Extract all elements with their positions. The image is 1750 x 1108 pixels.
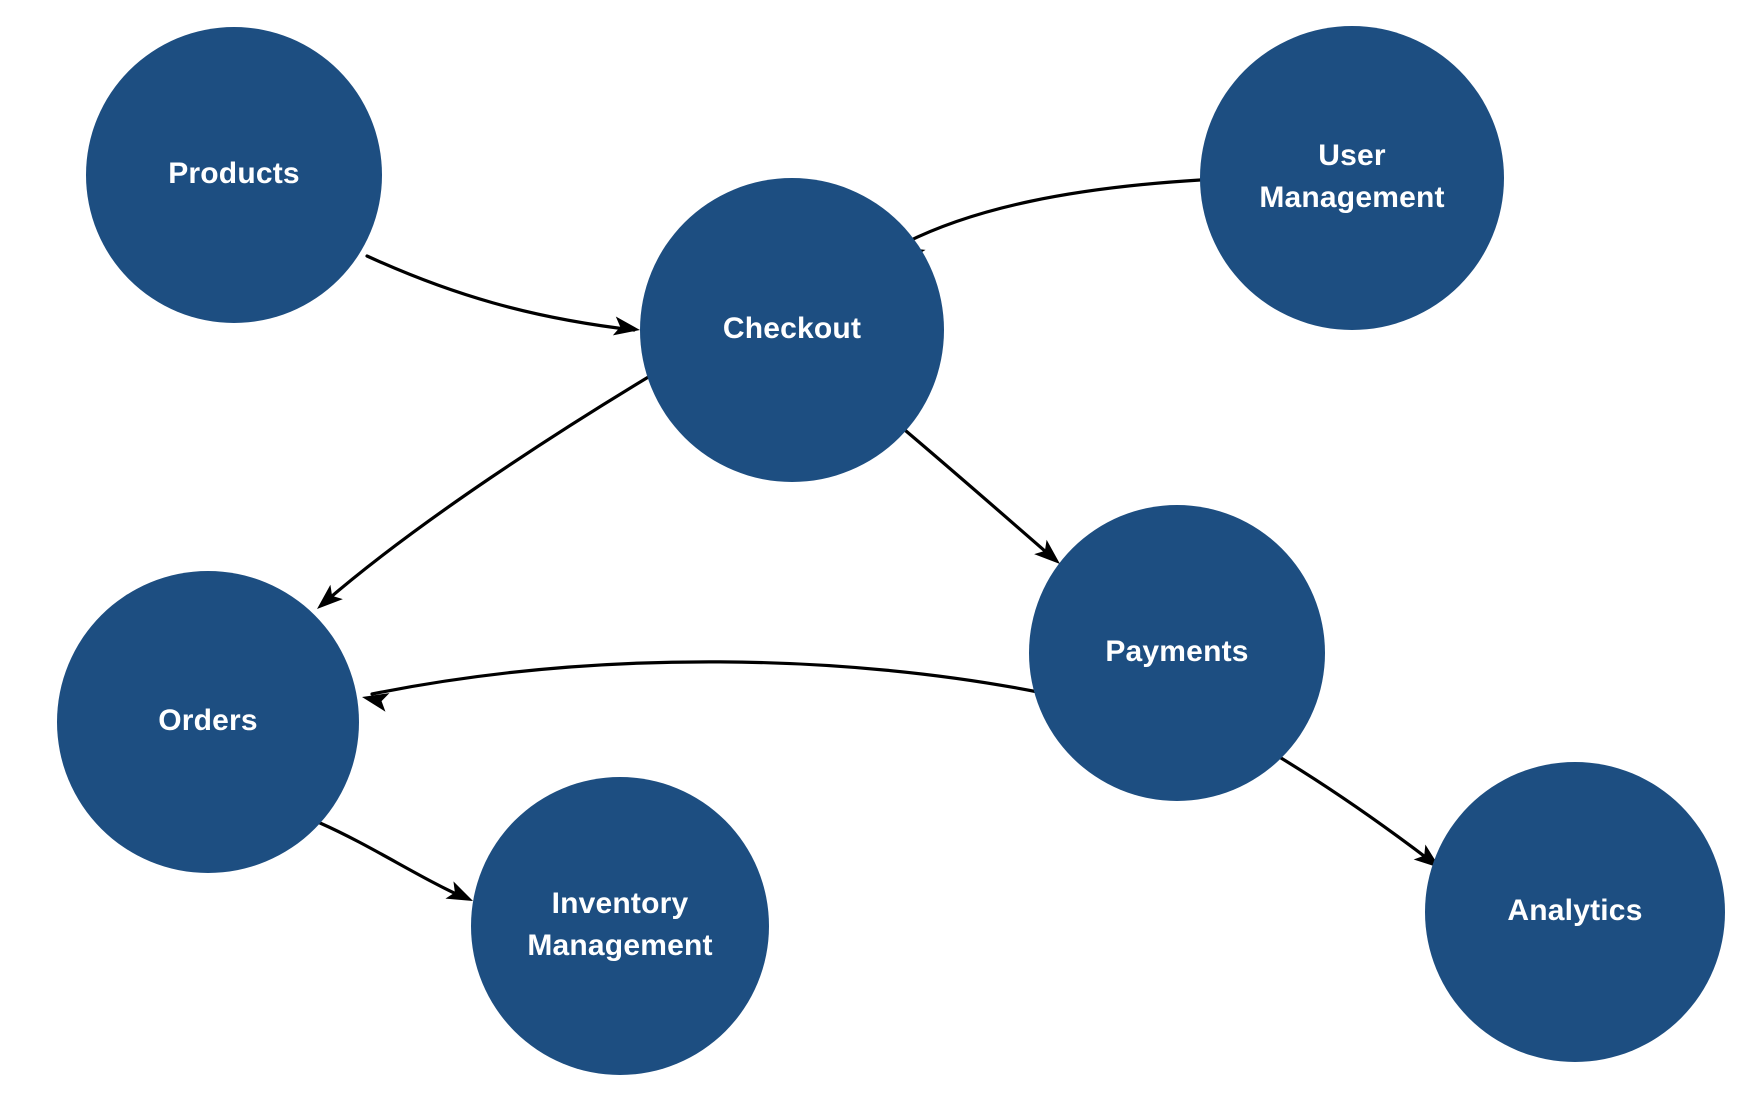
edge-checkout-to-orders bbox=[317, 368, 662, 609]
node-payments[interactable]: Payments bbox=[1029, 505, 1325, 801]
node-products[interactable]: Products bbox=[86, 27, 382, 323]
node-circle-products[interactable] bbox=[86, 27, 382, 323]
edge-line bbox=[365, 254, 636, 332]
edge-line bbox=[318, 821, 467, 900]
node-orders[interactable]: Orders bbox=[57, 571, 359, 873]
edge-line bbox=[1279, 756, 1434, 864]
node-circle-analytics[interactable] bbox=[1425, 762, 1725, 1062]
node-circle-user_mgmt[interactable] bbox=[1200, 26, 1504, 330]
edge-payments-to-analytics bbox=[1279, 756, 1440, 868]
arrow-head-icon bbox=[362, 693, 390, 712]
edge-line bbox=[891, 418, 1055, 560]
edge-orders-to-inventory bbox=[318, 821, 473, 901]
node-circle-checkout[interactable] bbox=[640, 178, 944, 482]
node-circle-payments[interactable] bbox=[1029, 505, 1325, 801]
arrow-head-icon bbox=[445, 881, 473, 901]
node-analytics[interactable]: Analytics bbox=[1425, 762, 1725, 1062]
edge-products-to-checkout bbox=[365, 254, 640, 336]
arrow-head-icon bbox=[1413, 844, 1440, 868]
edge-checkout-to-payments bbox=[891, 418, 1060, 564]
node-circle-orders[interactable] bbox=[57, 571, 359, 873]
edge-payments-to-orders bbox=[362, 660, 1040, 712]
arrow-head-icon bbox=[612, 316, 640, 336]
arrow-head-icon bbox=[317, 584, 343, 609]
edge-user_mgmt-to-checkout bbox=[898, 178, 1202, 267]
edges-layer bbox=[317, 178, 1440, 901]
arrow-head-icon bbox=[1034, 539, 1060, 564]
node-checkout[interactable]: Checkout bbox=[640, 178, 944, 482]
node-circle-inventory[interactable] bbox=[471, 777, 769, 1075]
edge-line bbox=[323, 368, 662, 604]
edge-line bbox=[370, 660, 1040, 696]
edge-line bbox=[903, 178, 1202, 245]
